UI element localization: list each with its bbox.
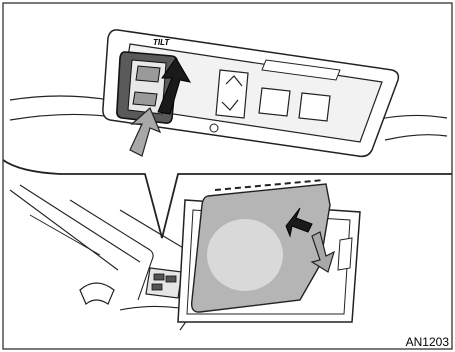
map-lamp-right xyxy=(299,93,330,121)
pillar-line xyxy=(10,190,118,270)
ceiling-line xyxy=(385,135,447,140)
roof-interior-view xyxy=(10,180,360,330)
glass-reflection xyxy=(207,219,283,291)
tilt-down-button[interactable] xyxy=(133,92,157,106)
grab-handle xyxy=(80,283,114,304)
tilt-up-button[interactable] xyxy=(136,66,160,82)
tilt-label: TILT xyxy=(153,38,169,47)
screw-icon xyxy=(210,124,218,132)
side-trim xyxy=(338,238,352,270)
ceiling-line xyxy=(375,115,447,120)
map-lamp-left xyxy=(259,88,290,116)
switch-indicator xyxy=(152,284,162,290)
figure-code: AN1203 xyxy=(406,335,449,349)
ceiling-line xyxy=(10,96,110,100)
switch-indicator xyxy=(166,276,176,282)
console-closeup xyxy=(10,30,447,156)
headliner-line xyxy=(30,215,100,255)
switch-indicator xyxy=(154,274,164,280)
overhead-console-small xyxy=(146,268,182,298)
pillar-line xyxy=(20,185,140,262)
headliner-line xyxy=(70,200,153,300)
